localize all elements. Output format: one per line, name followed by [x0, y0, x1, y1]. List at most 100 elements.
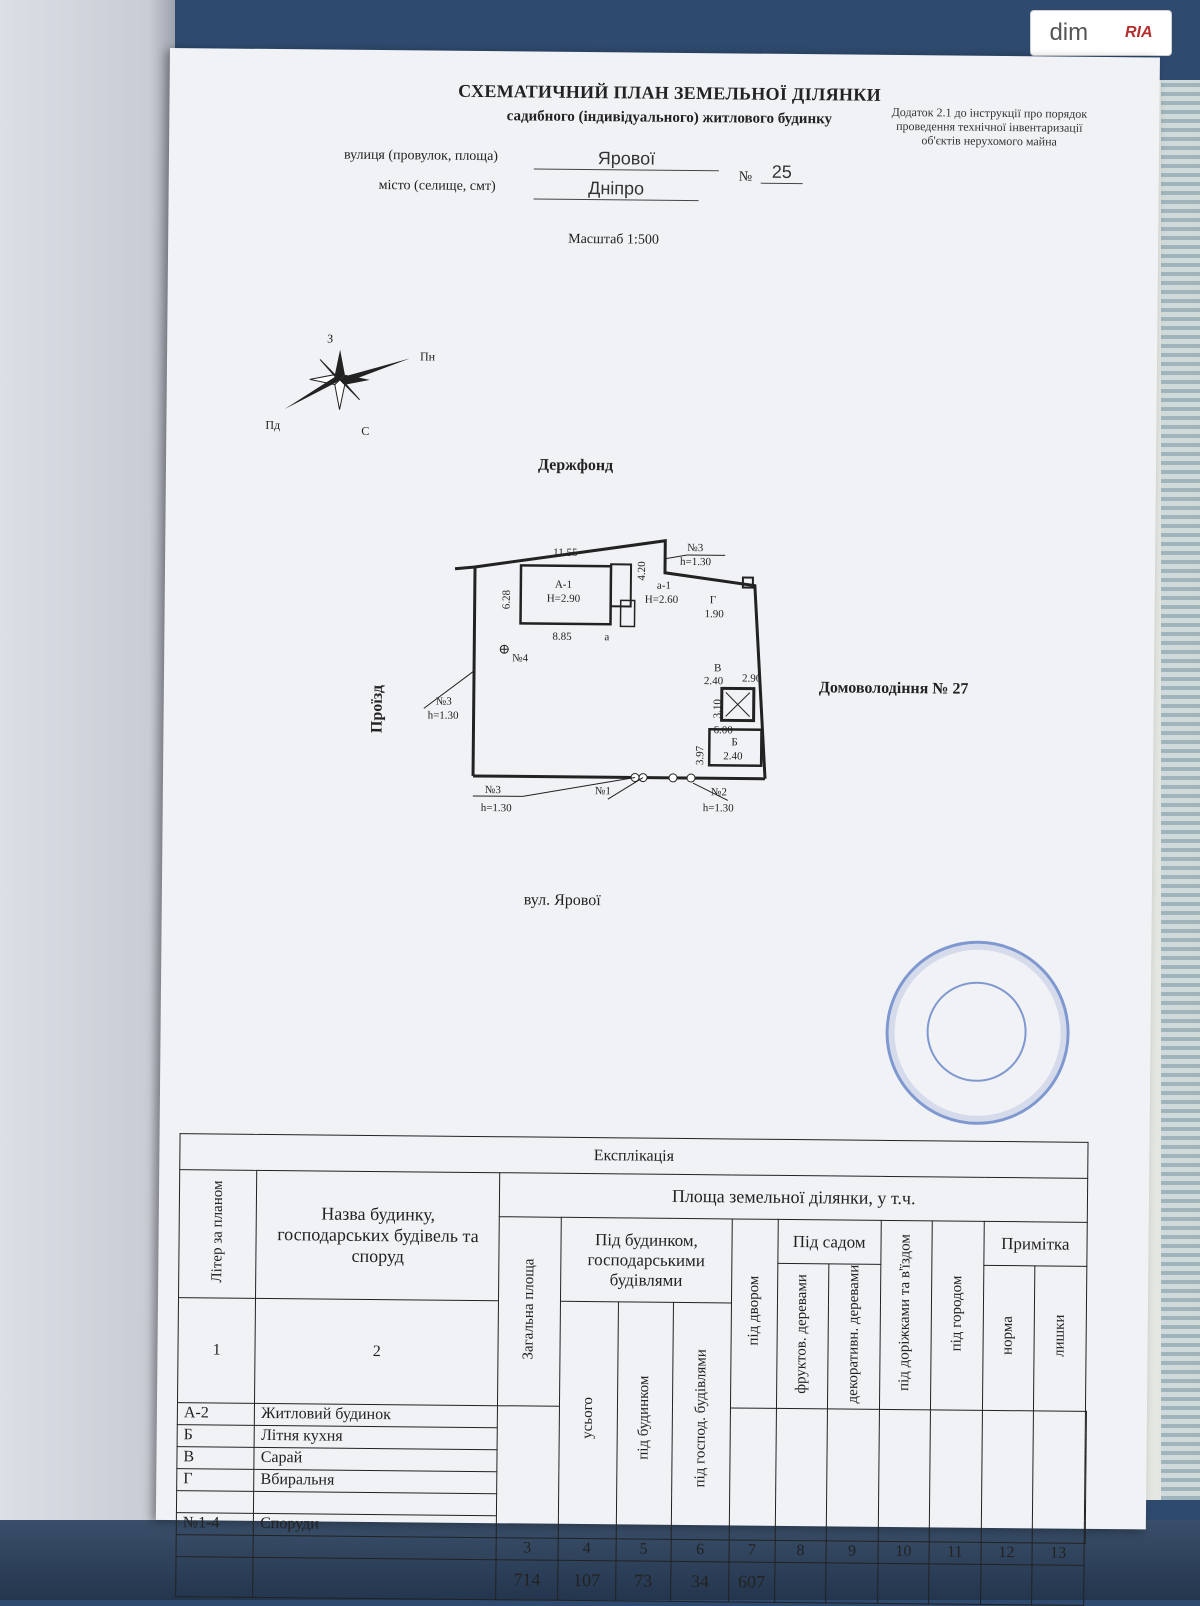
value-veg	[929, 1564, 981, 1604]
official-stamp	[885, 940, 1071, 1126]
row-letter-1: Б	[177, 1424, 255, 1447]
scale-label: Масштаб 1:500	[568, 232, 659, 249]
dim-top: 11.55	[553, 547, 578, 559]
neighbor-right: Домоволодіння № 27	[819, 679, 969, 698]
fence-n3-left: №3	[436, 696, 453, 708]
row-letter-3: Г	[177, 1468, 255, 1491]
label-a1-height: Н=2.90	[547, 593, 581, 605]
label-v-height: 2.40	[704, 675, 724, 687]
row-name-2: Сарай	[254, 1447, 497, 1471]
col-letter-header: Літер за планом	[179, 1170, 258, 1299]
compass-n: З	[327, 332, 333, 346]
col-area-group: Площа земельної ділянки, у т.ч.	[500, 1173, 1088, 1223]
number-label: №	[739, 169, 753, 185]
explication-table: Експлікація Літер за планом Назва будинк…	[175, 1133, 1089, 1606]
fence-n3-top-height: h=1.30	[680, 556, 712, 568]
row-name-0: Житловий будинок	[255, 1403, 498, 1427]
row-name-5: Споруди	[254, 1513, 497, 1537]
label-a1-annex: а-1	[657, 580, 671, 592]
compass-e: Пн	[420, 349, 436, 363]
label-a: а	[604, 631, 609, 643]
col-veg-header: під городом	[931, 1221, 984, 1410]
fence-n2-height: h=1.30	[703, 802, 735, 814]
compass-w: Пд	[265, 418, 280, 432]
label-a1: А-1	[555, 579, 572, 591]
value-fruit	[774, 1562, 826, 1602]
num-col-1: 1	[177, 1298, 255, 1404]
num-col-5: 5	[616, 1539, 672, 1562]
label-a1-annex-height: Н=2.60	[645, 594, 679, 606]
num-col-11: 11	[929, 1542, 981, 1564]
binder-cover	[0, 0, 175, 1600]
col-total-header: Загальна площа	[498, 1217, 561, 1406]
num-col-4: 4	[558, 1538, 616, 1561]
dim-v-depth: 3.10	[712, 698, 724, 718]
city-value: Дніпро	[534, 177, 699, 201]
fence-n3-front-height: h=1.30	[481, 802, 513, 814]
dim-g: 1.90	[705, 608, 725, 620]
col-norm-header: норма	[982, 1265, 1035, 1410]
num-col-12: 12	[980, 1542, 1032, 1564]
dim-a1-width: 6.28	[501, 589, 513, 609]
street-label: вулиця (провулок, площа)	[344, 148, 498, 165]
dimria-watermark-logo: dim RIA	[1030, 10, 1172, 56]
site-plan: 11.55 6.28 8.85 4.20 А-1 Н=2.90 а-1 Н=2.…	[422, 520, 805, 864]
compass-star-icon	[285, 349, 411, 410]
dim-a1-length: 8.85	[552, 631, 572, 643]
certificate-ornament	[1161, 80, 1200, 1500]
compass-s: С	[361, 424, 369, 438]
value-paths	[877, 1563, 929, 1603]
num-col-6: 6	[671, 1539, 729, 1562]
logo-ria-text: RIA	[1125, 24, 1153, 42]
num-col-8: 8	[775, 1540, 827, 1562]
fence-n3-left-height: h=1.30	[428, 710, 460, 722]
street-value: Ярової	[534, 147, 719, 171]
num-col-9: 9	[826, 1541, 878, 1563]
row-name-3: Вбиральня	[254, 1469, 497, 1493]
col-all-header: усього	[558, 1301, 618, 1538]
value-decor	[826, 1563, 878, 1603]
col-under-house-header: під будинком	[616, 1302, 674, 1539]
row-letter-2: В	[177, 1446, 255, 1469]
document-title: СХЕМАТИЧНИЙ ПЛАН ЗЕМЕЛЬНОЇ ДІЛЯНКИ	[419, 80, 919, 106]
col-under-aux-header: під господ. будівлями	[671, 1302, 731, 1539]
fence-n2: №2	[711, 786, 727, 798]
number-value: 25	[761, 162, 803, 184]
col-yard-header: під двором	[730, 1219, 778, 1408]
value-yard: 607	[729, 1562, 775, 1602]
neighbor-left: Проїзд	[368, 685, 386, 733]
value-total: 714	[496, 1559, 558, 1600]
num-col-13: 13	[1032, 1543, 1084, 1565]
num-col-3: 3	[496, 1538, 558, 1561]
num-col-7: 7	[729, 1540, 775, 1562]
neighbor-top: Держфонд	[538, 457, 613, 476]
dim-a-ext: 4.20	[636, 561, 648, 581]
dim-b-depth: 3.97	[694, 745, 706, 765]
col-garden-group: Під садом	[778, 1219, 881, 1264]
col-paths-header: під доріжками та в'їздом	[879, 1220, 932, 1409]
value-all: 107	[557, 1560, 615, 1601]
row-letter-4	[176, 1490, 254, 1513]
fence-n1: №1	[595, 785, 611, 797]
value-excess	[1032, 1565, 1084, 1605]
value-under-house: 73	[615, 1561, 671, 1602]
col-name-header: Назва будинку, господарських будівель та…	[256, 1170, 500, 1300]
fence-n3-top: №3	[687, 542, 704, 554]
dim-b-width: 6.00	[713, 724, 733, 736]
compass-rose: З Пн С Пд	[261, 324, 452, 441]
fence-n3-front: №3	[485, 784, 502, 796]
street-bottom: вул. Ярової	[524, 891, 601, 910]
value-norm	[980, 1564, 1032, 1604]
value-under-aux: 34	[671, 1561, 729, 1602]
col-decor-header: декоративн. деревами	[828, 1264, 881, 1409]
annex-note: Додаток 2.1 до інструкції про порядок пр…	[889, 105, 1089, 149]
num-col-2: 2	[255, 1298, 499, 1405]
document-subtitle: садибного (індивідуального) житлового бу…	[409, 107, 929, 129]
col-fruit-header: фруктов. деревами	[776, 1263, 829, 1408]
row-name-4	[254, 1491, 497, 1515]
label-b: Б	[731, 736, 737, 748]
plot-boundary-front	[473, 776, 765, 779]
label-v: В	[714, 662, 721, 674]
label-n4: №4	[512, 652, 529, 664]
row-letter-0: А-2	[177, 1402, 255, 1425]
